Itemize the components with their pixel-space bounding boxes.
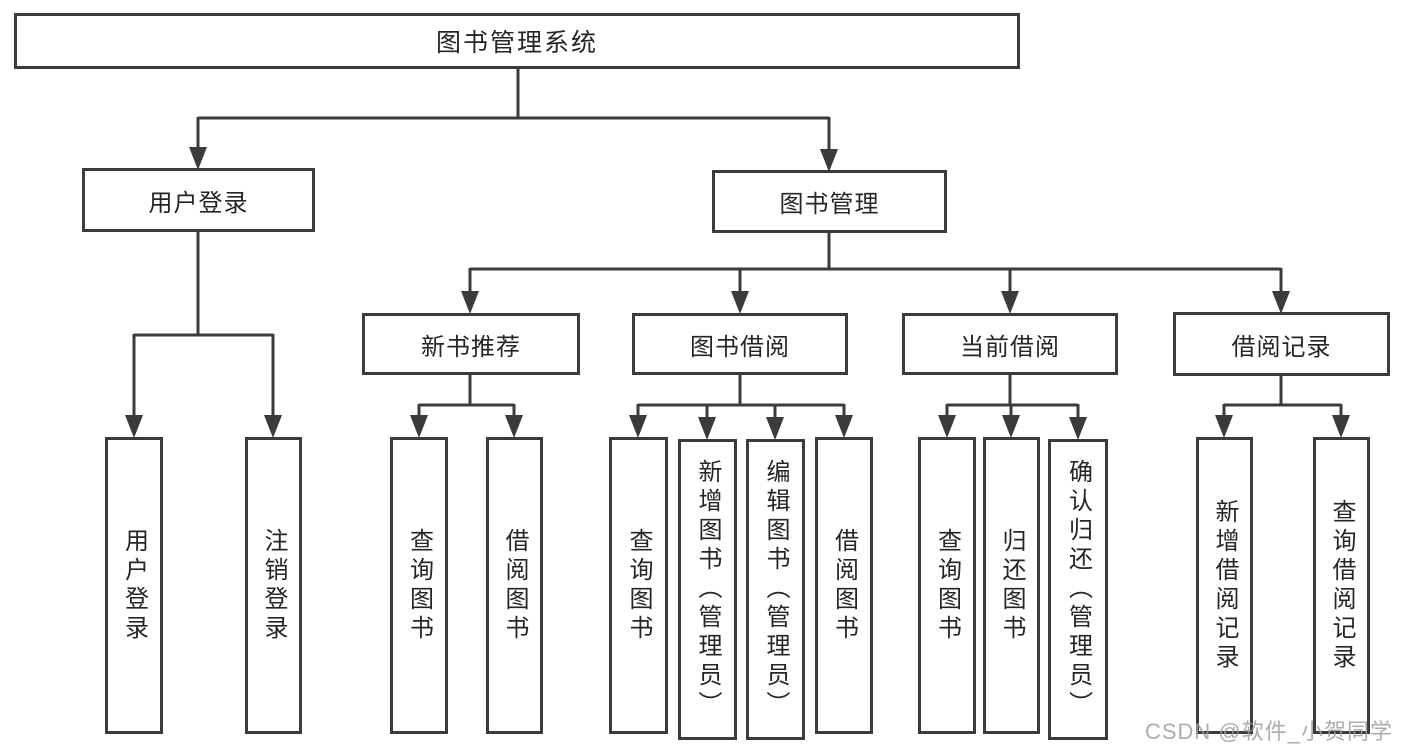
- node-library-system: 图书管理系统: [14, 13, 1020, 69]
- node-book-borrow: 图书借阅: [632, 313, 848, 375]
- leaf-query-books-recommend: 查询图书: [390, 437, 448, 734]
- node-user-login: 用户登录: [82, 168, 315, 232]
- node-borrow-records: 借阅记录: [1173, 312, 1390, 376]
- csdn-watermark: CSDN @软件_小贺同学: [1144, 719, 1393, 744]
- node-current-borrow: 当前借阅: [902, 313, 1118, 375]
- leaf-edit-book-admin: 编辑图书（管理员）: [746, 439, 805, 740]
- node-new-book-recommend: 新书推荐: [362, 313, 580, 375]
- leaf-confirm-return-admin: 确认归还（管理员）: [1048, 439, 1108, 740]
- leaf-add-borrow-record: 新增借阅记录: [1196, 437, 1253, 734]
- leaf-borrow-books: 借阅图书: [815, 437, 873, 734]
- leaf-user-login: 用户登录: [105, 437, 163, 734]
- leaf-logout: 注销登录: [245, 437, 302, 734]
- leaf-query-borrow-record: 查询借阅记录: [1313, 437, 1370, 734]
- leaf-borrow-books-recommend: 借阅图书: [486, 437, 543, 734]
- leaf-query-books-borrow: 查询图书: [609, 437, 668, 734]
- leaf-add-book-admin: 新增图书（管理员）: [678, 439, 737, 740]
- leaf-query-books-current: 查询图书: [918, 437, 976, 734]
- leaf-return-book: 归还图书: [983, 437, 1040, 734]
- node-book-management: 图书管理: [712, 170, 947, 233]
